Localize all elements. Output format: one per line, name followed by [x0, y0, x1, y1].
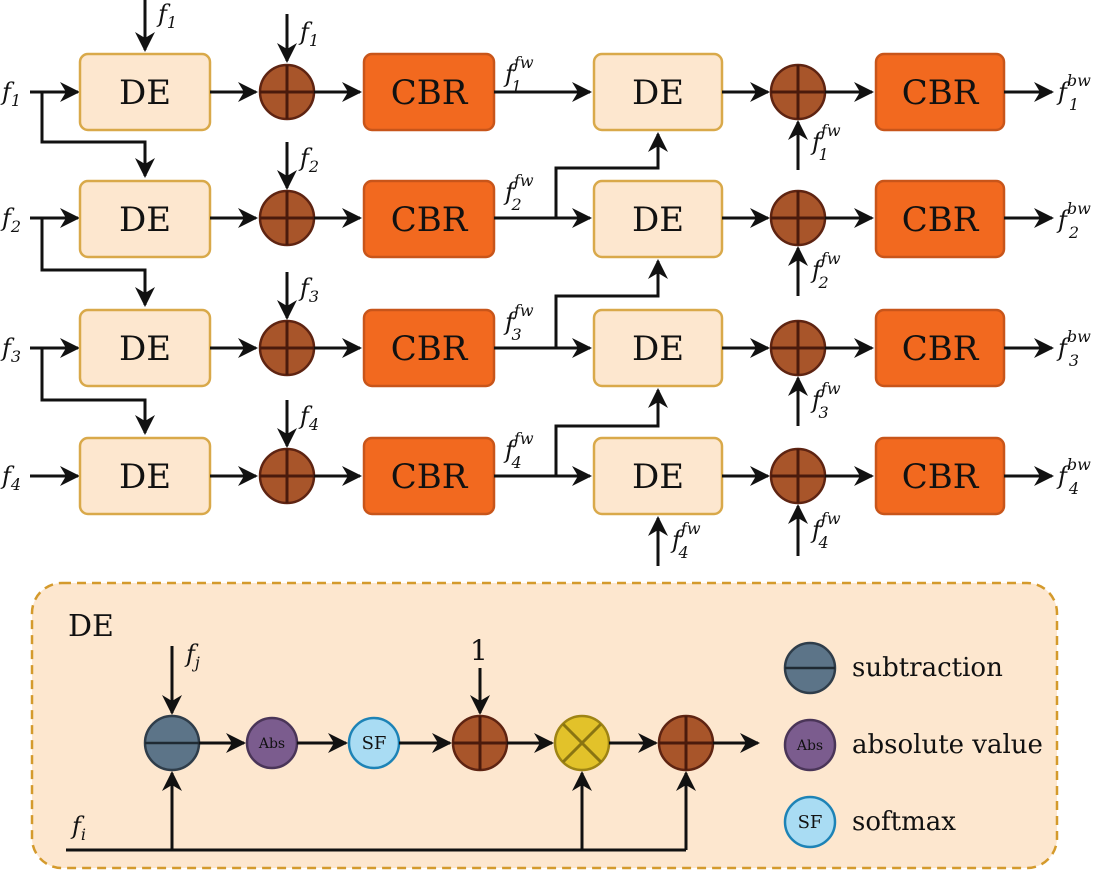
cbr2-label-row-1: CBR [902, 73, 980, 113]
de-top-label-row-1: f1 [156, 0, 177, 32]
add2-node-row-3 [769, 319, 827, 377]
legend-item-softmax: SF softmax [783, 795, 956, 849]
cbr-label-row-3: CBR [391, 329, 469, 369]
add-node-row-4 [258, 447, 316, 505]
cbr2-label-row-4: CBR [902, 457, 980, 497]
input-label-row-1: f1 [0, 78, 21, 110]
left-branch-connectors [40, 92, 155, 435]
cbr-label-row-4: CBR [391, 457, 469, 497]
cbr2-label-row-3: CBR [902, 329, 980, 369]
add-top-label-row-1: f1 [298, 18, 319, 50]
legend-item-subtraction: subtraction [783, 641, 1003, 695]
add2-node-row-1 [769, 63, 827, 121]
de2-label-row-1: DE [632, 73, 684, 113]
add2-node-row-4 [769, 447, 827, 505]
panel-add-node-2 [657, 714, 715, 772]
de2-label-row-2: DE [632, 200, 684, 240]
legend-label-subtraction: subtraction [852, 653, 1003, 683]
mid-branch-connectors [554, 132, 668, 476]
multiply-node [553, 714, 611, 772]
legend-label-abs: absolute value [852, 730, 1043, 760]
de-label-row-2: DE [119, 200, 171, 240]
legend: subtraction Abs absolute value SF softma… [783, 641, 1043, 849]
input-label-row-2: f2 [0, 204, 21, 236]
cbr-label-row-1: CBR [391, 73, 469, 113]
de-label-row-4: DE [119, 457, 171, 497]
branch-row-3-to-row-2 [554, 259, 668, 348]
constant-one-label: 1 [470, 634, 488, 667]
legend-label-softmax: softmax [852, 807, 956, 837]
add-node-row-2 [258, 189, 316, 247]
svg-text:SF: SF [362, 733, 387, 754]
de2-label-row-3: DE [632, 329, 684, 369]
cbr-label-row-2: CBR [391, 200, 469, 240]
svg-text:SF: SF [798, 812, 823, 833]
branch-row-2-to-row-3 [40, 218, 155, 307]
svg-text:Abs: Abs [258, 736, 285, 752]
branch-row-2-to-row-1 [554, 132, 668, 218]
svg-text:Abs: Abs [796, 738, 823, 754]
add-top-label-row-4: f4 [298, 402, 319, 434]
branch-row-3-to-row-4 [40, 348, 155, 435]
cbr2-label-row-2: CBR [902, 200, 980, 240]
legend-item-abs: Abs absolute value [783, 718, 1043, 772]
branch-row-4-to-row-3 [554, 388, 668, 476]
softmax-icon: SF [783, 795, 837, 849]
add-node-row-1 [258, 63, 316, 121]
abs-node: Abs [245, 716, 299, 770]
de-label-row-1: DE [119, 73, 171, 113]
de2-label-row-4: DE [632, 457, 684, 497]
add-top-label-row-2: f2 [298, 144, 319, 176]
input-label-row-4: f4 [0, 462, 21, 494]
de-detail-panel: DE fj Abs SF 1 [30, 581, 1059, 870]
de-label-row-3: DE [119, 329, 171, 369]
panel-add-node-1 [451, 714, 509, 772]
add-node-row-3 [258, 319, 316, 377]
add2-node-row-2 [769, 189, 827, 247]
de-panel-title: DE [68, 609, 114, 644]
branch-row-1-to-row-2 [40, 92, 155, 178]
softmax-node: SF [347, 716, 401, 770]
input-label-row-3: f3 [0, 334, 21, 366]
subtraction-node [143, 714, 201, 772]
abs-icon: Abs [783, 718, 837, 772]
subtraction-icon [783, 641, 837, 695]
add-top-label-row-3: f3 [298, 274, 319, 306]
